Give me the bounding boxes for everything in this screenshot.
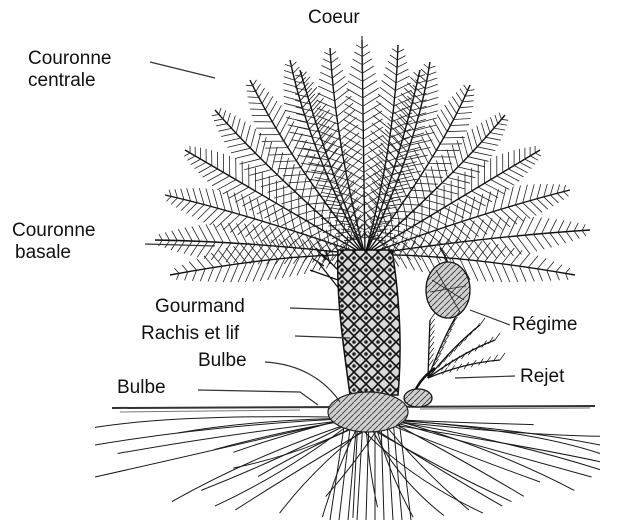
- label-couronne-centrale-line1: Couronne: [28, 48, 111, 70]
- label-coeur: Coeur: [308, 7, 360, 29]
- trunk: [338, 250, 400, 395]
- label-bulbe-lower: Bulbe: [117, 377, 166, 399]
- leader-rejet: [455, 376, 515, 378]
- label-couronne-basale: Couronne basale: [12, 220, 95, 264]
- frond: [365, 239, 575, 282]
- label-couronne-centrale-line2: centrale: [28, 70, 111, 92]
- label-couronne-centrale: Couronne centrale: [28, 48, 111, 92]
- leader-couronne-centrale: [150, 62, 215, 78]
- label-couronne-basale-line2: basale: [12, 242, 95, 264]
- frond: [365, 146, 541, 255]
- label-rachis-et-lif: Rachis et lif: [141, 323, 239, 345]
- leader-couronne-basale: [145, 244, 215, 246]
- label-gourmand: Gourmand: [155, 296, 245, 318]
- leader-bulbe-upper: [265, 362, 340, 402]
- label-regime: Régime: [512, 314, 577, 336]
- root-system: [95, 417, 600, 520]
- leader-gourmand: [290, 308, 345, 310]
- leader-bulbe-lower: [198, 390, 318, 405]
- label-couronne-basale-line1: Couronne: [12, 220, 95, 242]
- gourmand-shoot: [310, 248, 340, 290]
- palm-fronds: [155, 40, 590, 282]
- bulb: [328, 392, 408, 432]
- label-bulbe-upper: Bulbe: [198, 350, 247, 372]
- label-rejet: Rejet: [520, 366, 564, 388]
- leader-regime: [470, 310, 510, 325]
- rejet-offshoot: [404, 311, 505, 407]
